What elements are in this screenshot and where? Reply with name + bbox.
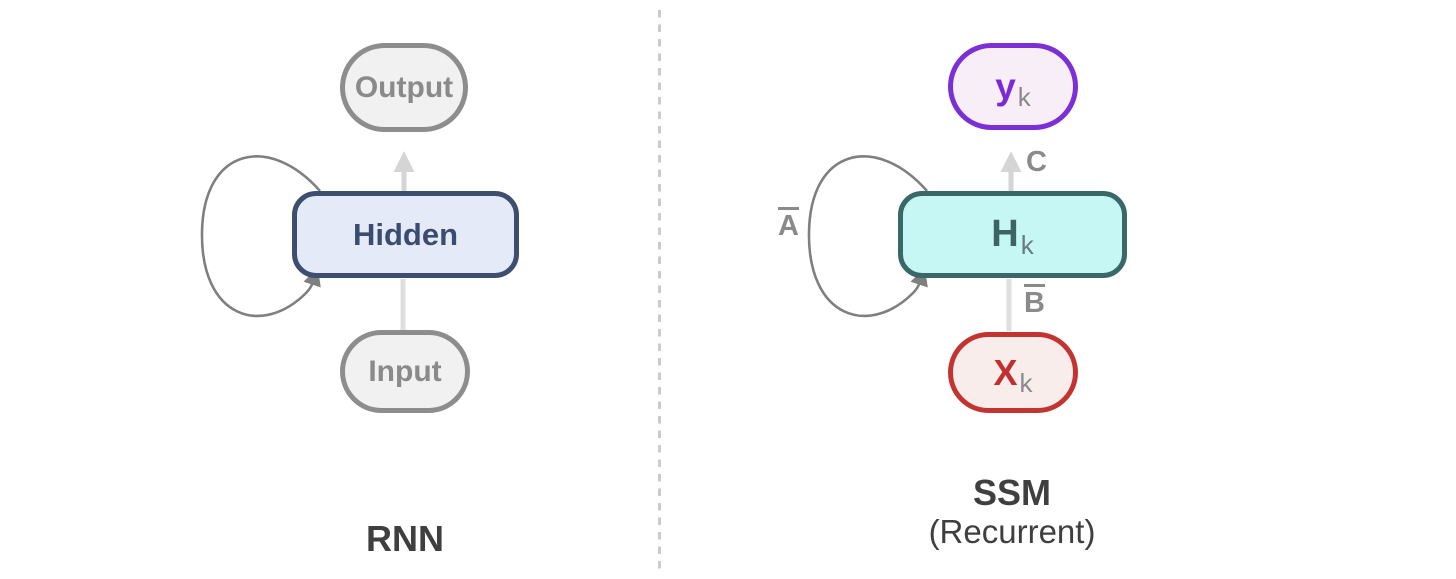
ssm-subtitle: (Recurrent) — [928, 513, 1096, 551]
ssm-title: SSM — [972, 472, 1051, 513]
rnn-caption: RNN — [305, 518, 505, 559]
ssm-yk-sub: k — [1017, 82, 1031, 112]
rnn-recurrent-loop-arrow — [200, 155, 321, 318]
ssm-xk-main: X — [993, 351, 1018, 393]
matrix-c-label: C — [1026, 148, 1047, 177]
rnn-input-label: Input — [368, 354, 442, 388]
rnn-hidden-node: Hidden — [292, 191, 519, 278]
matrix-a-text: A — [778, 207, 799, 241]
matrix-b-label: B — [1024, 284, 1045, 318]
ssm-xk-sub: k — [1019, 368, 1033, 398]
rnn-output-label: Output — [354, 70, 454, 104]
matrix-a-label: A — [778, 207, 799, 241]
matrix-b-text: B — [1024, 284, 1045, 318]
rnn-output-node: Output — [340, 43, 468, 132]
ssm-hk-sub: k — [1020, 230, 1034, 260]
matrix-c-text: C — [1026, 146, 1047, 178]
rnn-input-node: Input — [340, 330, 470, 413]
ssm-yk-main: y — [995, 65, 1016, 107]
ssm-caption: SSM (Recurrent) — [887, 472, 1137, 551]
rnn-title: RNN — [366, 518, 444, 559]
ssm-hk-main: H — [991, 213, 1019, 255]
ssm-recurrent-loop-arrow — [807, 155, 928, 318]
rnn-hidden-label: Hidden — [352, 216, 459, 252]
